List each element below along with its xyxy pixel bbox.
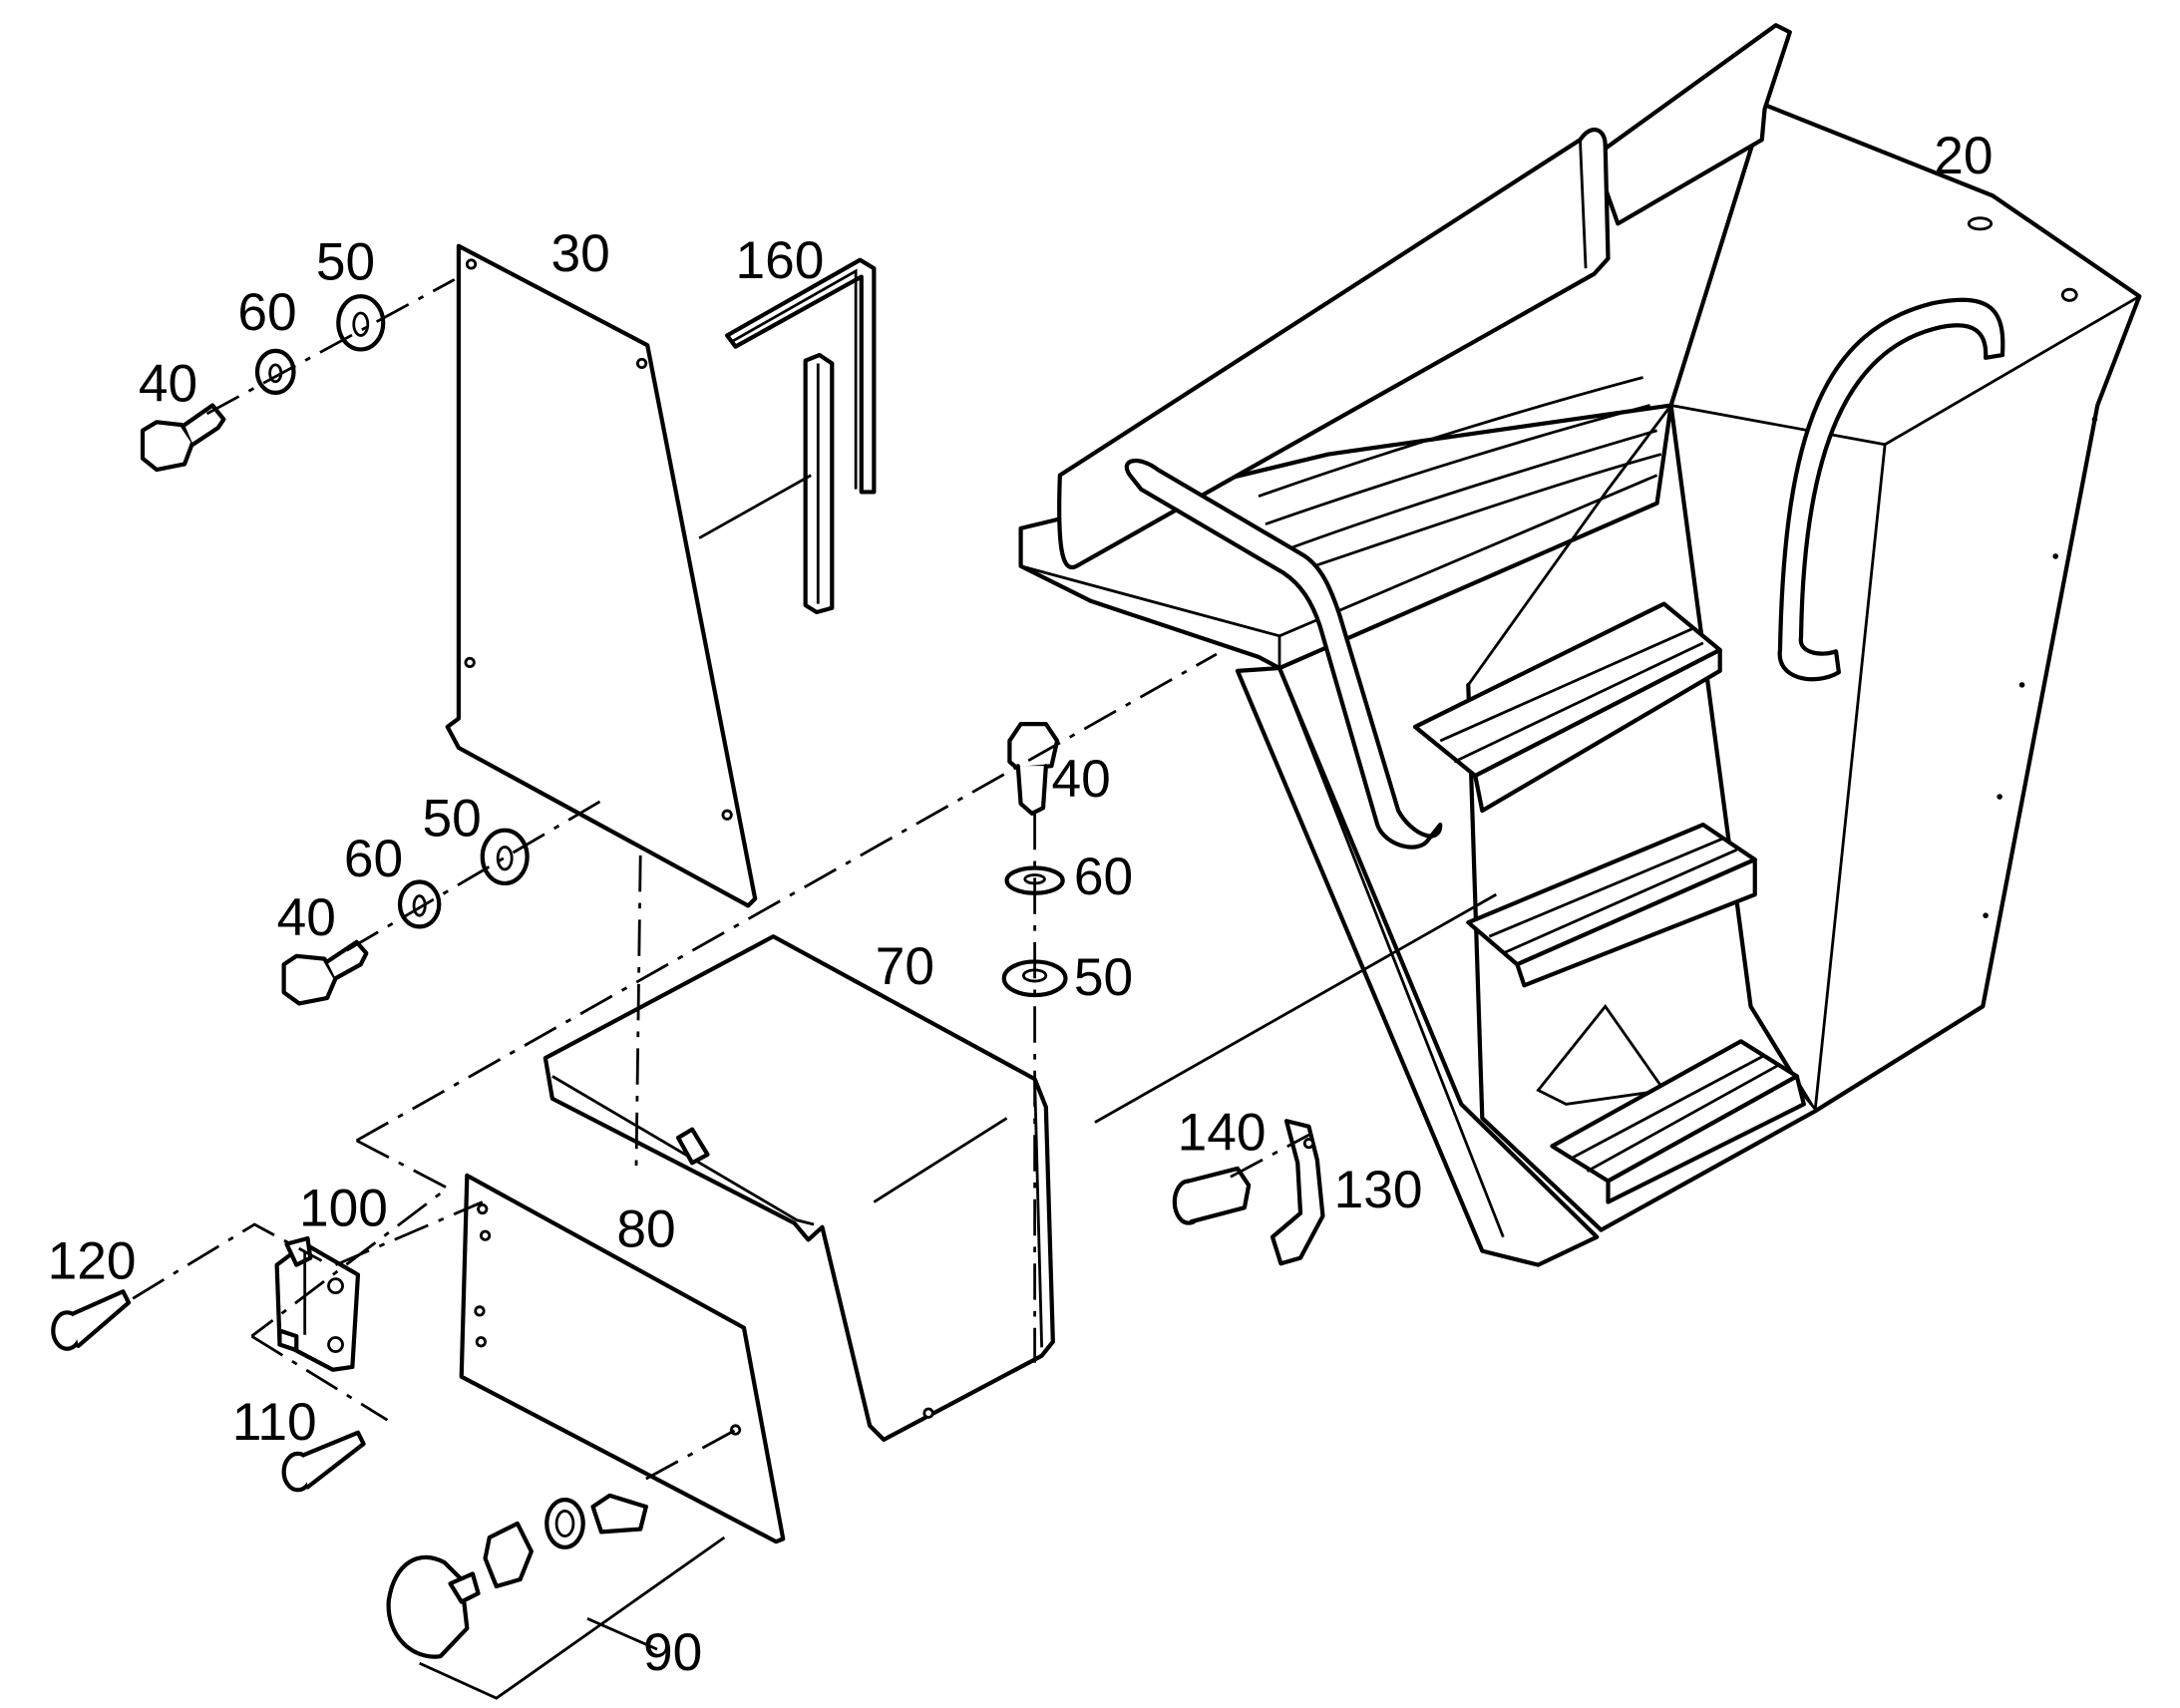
washer-60-middle <box>397 879 442 929</box>
callout-40: 40 <box>1051 750 1110 809</box>
ladder-step <box>1466 822 1757 988</box>
callout-50: 50 <box>316 232 375 291</box>
rivet-140 <box>1172 1166 1252 1225</box>
callout-80: 80 <box>616 1199 675 1258</box>
washer-50-middle <box>480 828 530 886</box>
front-plate-80 <box>459 1173 786 1544</box>
callout-40: 40 <box>139 354 197 413</box>
washer-60-upper <box>254 348 296 396</box>
hinge-100 <box>274 1235 361 1372</box>
bolt-40-middle <box>281 939 369 1006</box>
ladder-step <box>1412 601 1722 814</box>
callout-30: 30 <box>550 224 609 283</box>
step-ladder-assembly <box>1018 23 2142 1267</box>
screw-120 <box>51 1289 132 1351</box>
edge-strips-160 <box>725 257 877 615</box>
bracket-130 <box>1270 1119 1325 1266</box>
socket-kit-90 <box>386 1493 648 1659</box>
callout-60: 60 <box>237 283 296 342</box>
leader-lines <box>419 474 1498 1700</box>
ladder-step <box>1550 1039 1806 1204</box>
callout-160: 160 <box>736 231 825 290</box>
callout-60: 60 <box>344 830 403 888</box>
callout-40: 40 <box>277 888 336 947</box>
bolt-40-vertical <box>1007 722 1060 816</box>
callout-70: 70 <box>876 937 934 996</box>
callout-60: 60 <box>1074 848 1133 906</box>
callout-100: 100 <box>299 1179 388 1237</box>
callout-90: 90 <box>643 1623 702 1682</box>
callout-110: 110 <box>232 1393 317 1452</box>
callout-140: 140 <box>1178 1104 1267 1163</box>
assembly-lines <box>132 278 1310 1481</box>
callout-130: 130 <box>1334 1161 1423 1219</box>
callout-50: 50 <box>422 789 481 848</box>
side-panel-30 <box>445 243 758 908</box>
callout-50: 50 <box>1074 948 1133 1007</box>
screw-110 <box>281 1430 366 1493</box>
callout-labels: 20 30 160 50 60 40 50 60 40 40 60 50 70 … <box>48 127 1994 1682</box>
bolt-40-upper <box>140 403 226 473</box>
washer-50-upper <box>336 294 386 352</box>
callout-120: 120 <box>48 1232 137 1291</box>
callout-20: 20 <box>1934 127 1993 185</box>
